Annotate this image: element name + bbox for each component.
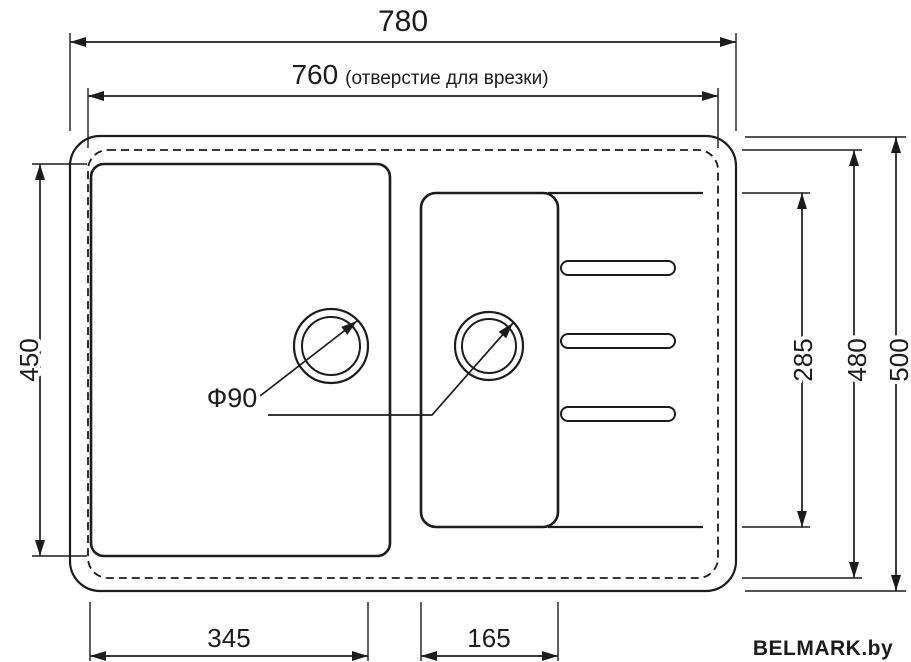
dimension-value: 760 <box>291 59 338 90</box>
drainer-rib <box>560 260 676 276</box>
dimension-second-bowl-width: 165 <box>420 602 559 661</box>
dimension-label: Ф90 <box>207 383 258 413</box>
left-bowl <box>89 162 392 558</box>
drainer-rib <box>560 333 676 349</box>
left-drain-inner-circle <box>301 316 361 376</box>
dimension-label: 345 <box>207 623 250 653</box>
sink-body <box>68 134 738 593</box>
dimension-bowl-depth: 450 <box>10 163 87 557</box>
dimension-overall-depth: 500 <box>745 136 911 592</box>
left-drain-outer-circle <box>292 307 370 385</box>
watermark-logo: BELMARK.by <box>753 637 893 660</box>
dimension-label: 780 <box>378 5 428 38</box>
dimension-drain-diameter: Ф90 <box>203 320 514 417</box>
middle-bowl <box>419 191 560 529</box>
dimension-overall-width: 780 <box>69 5 737 131</box>
dimension-bowl-width: 345 <box>89 602 369 661</box>
diameter-leader-middle <box>268 322 514 416</box>
dimension-label: 480 <box>842 338 872 381</box>
sink-outline <box>68 134 738 593</box>
dimension-section-height: 285 <box>742 192 822 528</box>
middle-drain-outer-circle <box>453 310 525 382</box>
dimension-cutout-height: 480 <box>742 149 876 579</box>
dimension-label: 285 <box>788 338 818 381</box>
dimension-label: 450 <box>14 338 44 381</box>
middle-drain-inner-circle <box>461 318 517 374</box>
drainer-rib <box>560 406 676 422</box>
dimension-label: 760 (отверстие для врезки) <box>291 59 548 90</box>
dimension-label: 500 <box>884 338 911 381</box>
dimension-label: 165 <box>467 623 510 653</box>
cutout-dashed-outline <box>87 149 719 579</box>
dimension-cutout-width: 760 (отверстие для врезки) <box>87 59 719 148</box>
diameter-leader-left <box>259 320 358 397</box>
dimension-note: (отверстие для врезки) <box>345 68 548 89</box>
